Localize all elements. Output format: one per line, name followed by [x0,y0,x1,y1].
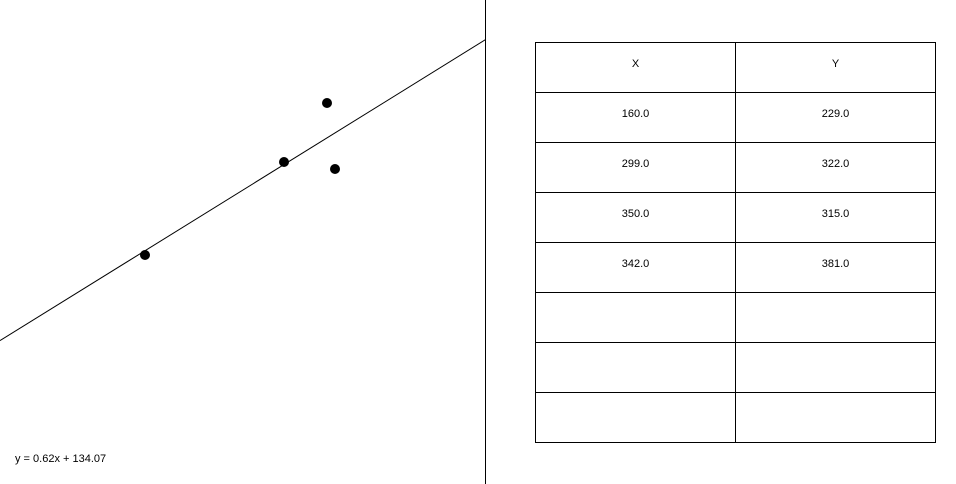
cell-x[interactable] [535,342,736,393]
cell-y[interactable]: 322.0 [735,142,936,193]
data-table: X Y 160.0 229.0 299.0 322.0 350.0 315.0 … [535,42,936,443]
table-row [535,292,936,343]
table-row: 350.0 315.0 [535,192,936,243]
table-row [535,392,936,443]
data-point[interactable] [322,98,332,108]
table-row: 160.0 229.0 [535,92,936,143]
table-header-row: X Y [535,42,936,93]
cell-x[interactable]: 160.0 [535,92,736,143]
table-row: 342.0 381.0 [535,242,936,293]
panel-divider [485,0,486,484]
cell-x[interactable] [535,292,736,343]
cell-x[interactable] [535,392,736,443]
cell-y[interactable]: 315.0 [735,192,936,243]
cell-x[interactable]: 342.0 [535,242,736,293]
data-point[interactable] [140,250,150,260]
cell-y[interactable] [735,392,936,443]
table-row: 299.0 322.0 [535,142,936,193]
cell-x[interactable]: 350.0 [535,192,736,243]
data-point[interactable] [279,157,289,167]
cell-x[interactable]: 299.0 [535,142,736,193]
column-header-y: Y [735,42,936,93]
scatter-plot-svg[interactable] [0,0,486,484]
column-header-x: X [535,42,736,93]
cell-y[interactable] [735,292,936,343]
cell-y[interactable] [735,342,936,393]
regression-line [0,38,486,342]
table-row [535,342,936,393]
data-point[interactable] [330,164,340,174]
regression-equation: y = 0.62x + 134.07 [15,453,107,465]
cell-y[interactable]: 229.0 [735,92,936,143]
cell-y[interactable]: 381.0 [735,242,936,293]
scatter-plot-canvas[interactable]: y = 0.62x + 134.07 [0,0,486,484]
